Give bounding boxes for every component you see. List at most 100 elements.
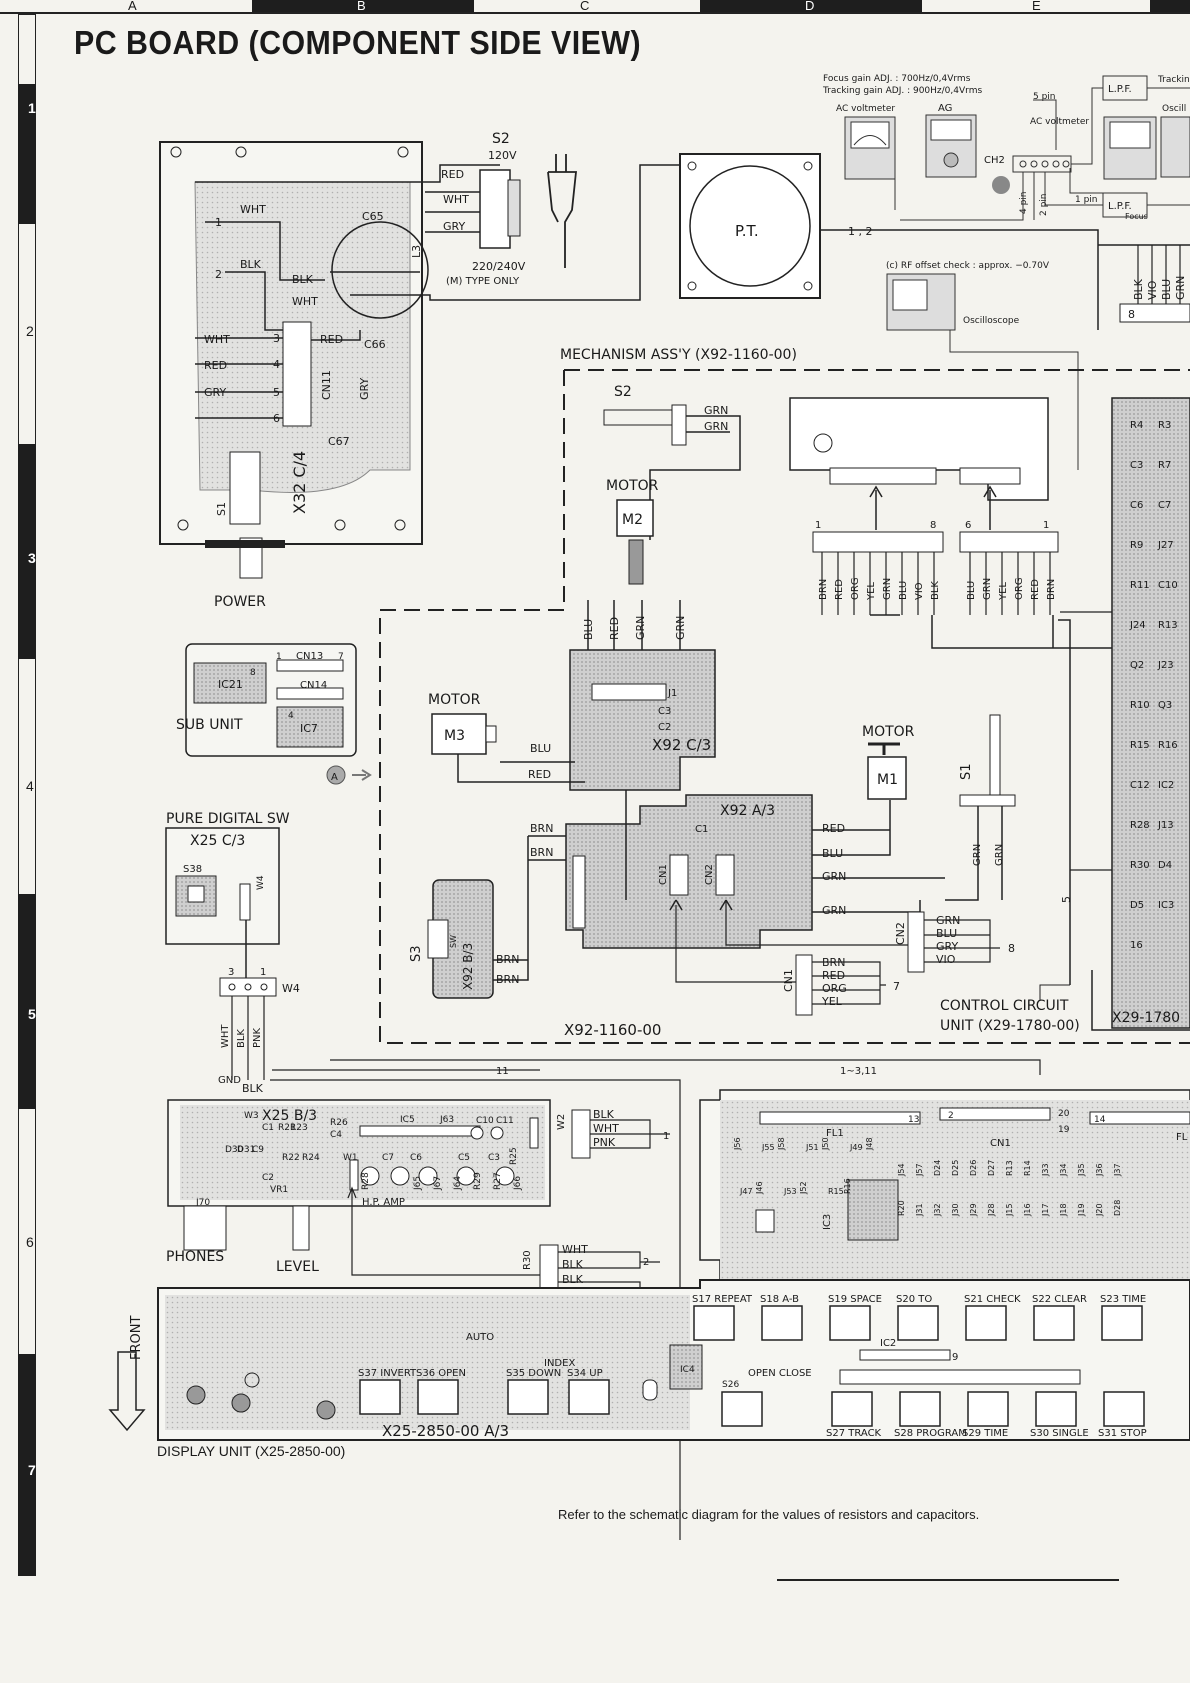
voltage-selector-switch[interactable] [479, 169, 511, 249]
switch-bottom-4[interactable] [1103, 1391, 1145, 1427]
switch-top-1[interactable] [761, 1305, 803, 1341]
display-unit: FL1 CN1 13 2 20 19 14 FL IC3 D10D9D8R8R7… [108, 1089, 1190, 1441]
power-transformer [679, 153, 821, 299]
conn1-wire-2: ORG [850, 577, 861, 600]
ctrl-part-1: R3 [1158, 420, 1171, 431]
conn1-wire-3: YEL [866, 582, 877, 601]
disp-part-32: D24 [933, 1160, 942, 1176]
cn2-wire-1: BLU [936, 927, 957, 940]
ic7-chip [276, 706, 344, 748]
pickup-module [789, 397, 1049, 501]
gry-label-2: GRY [358, 378, 371, 400]
cn1-wire-2: ORG [822, 982, 847, 995]
switch-top-3[interactable] [897, 1305, 939, 1341]
hp-part-11: C11 [496, 1116, 514, 1126]
pure-digital-label: PURE DIGITAL SW [166, 811, 290, 827]
column-label-c: C [580, 0, 590, 13]
switch-top-2[interactable] [829, 1305, 871, 1341]
row-label-7: 7 [28, 1462, 36, 1478]
disp-part-43: R20 [897, 1200, 906, 1216]
disp-part-52: J18 [1059, 1203, 1068, 1217]
w2-wire-2: PNK [593, 1136, 616, 1149]
switch-left-3[interactable] [568, 1379, 610, 1415]
j1-label: J1 [667, 688, 677, 699]
ctrl-wire-3: GRN [1174, 276, 1187, 300]
ctrl-part-22: R30 [1130, 860, 1150, 871]
switch-open-close[interactable] [721, 1391, 763, 1427]
conn1-wire-0: BRN [818, 579, 829, 600]
tracking-cut-label: Trackin [1157, 75, 1190, 85]
a3-red-label: RED [822, 822, 845, 835]
switch-left-0[interactable] [359, 1379, 401, 1415]
switch-bottom-3[interactable] [1035, 1391, 1077, 1427]
s38-label: S38 [183, 864, 202, 875]
phones-jack[interactable] [183, 1205, 227, 1251]
ctrl-part-19: IC2 [1158, 780, 1174, 791]
switch-top-5[interactable] [1033, 1305, 1075, 1341]
disp-pin-20: 20 [1058, 1109, 1070, 1119]
switch-top-0[interactable] [693, 1305, 735, 1341]
c1-label: C1 [695, 824, 708, 835]
pt-label: P.T. [735, 222, 759, 240]
mechanism-boundary [379, 369, 1190, 1044]
disp-pin-14: 14 [1094, 1115, 1106, 1125]
switch-bottom-2[interactable] [967, 1391, 1009, 1427]
hp-part-18: R28 [361, 1172, 371, 1190]
front-label: FRONT [129, 1316, 144, 1360]
hp-part-17: W1 [343, 1153, 358, 1163]
disp-part-27: J52 [799, 1181, 808, 1195]
row-label-1: 1 [28, 100, 36, 116]
test-setup: Focus gain ADJ. : 700Hz/0,4Vrms Tracking… [822, 74, 1190, 470]
q3-transistor [231, 1393, 251, 1413]
switch-top-6[interactable] [1101, 1305, 1143, 1341]
m2-label: M2 [622, 512, 643, 528]
disp-part-20: J51 [805, 1143, 819, 1152]
display-unit-label: DISPLAY UNIT (X25-2850-00) [157, 1443, 346, 1459]
cn1-socket [669, 854, 689, 896]
sub-pin-7: 7 [338, 652, 344, 662]
disp-part-46: J30 [951, 1203, 960, 1217]
switch-left-2[interactable] [507, 1379, 549, 1415]
disp-part-22: J49 [849, 1143, 863, 1152]
open-close-label: OPEN CLOSE [748, 1368, 812, 1379]
disp-part-19: J58 [777, 1137, 786, 1151]
ag-label: AG [938, 103, 952, 114]
wht-label-1: WHT [240, 203, 266, 216]
mechanism-assembly: MECHANISM ASS'Y (X92-1160-00) X92-1160-0… [379, 347, 1190, 1044]
fl1-label: FL1 [826, 1128, 844, 1139]
disp-pin-2: 2 [948, 1111, 954, 1121]
pin-6-label: 6 [273, 412, 280, 425]
sub-pin-1: 1 [276, 652, 282, 662]
s3-label: S3 [409, 945, 424, 962]
level-label: LEVEL [276, 1259, 319, 1275]
switch-top-4[interactable] [965, 1305, 1007, 1341]
hp-part-9: J63 [439, 1115, 454, 1125]
wire-11-label: 11 [496, 1066, 509, 1077]
switch-top-label-0: S17 REPEAT [692, 1294, 753, 1305]
switch-left-1[interactable] [417, 1379, 459, 1415]
level-knob[interactable] [292, 1205, 310, 1251]
cn2-wire-3: VIO [936, 953, 956, 966]
w1-wire-2: BLK [562, 1273, 584, 1286]
mech-s2-label: S2 [614, 384, 632, 400]
switch-bottom-0[interactable] [831, 1391, 873, 1427]
ctrl-part-20: R28 [1130, 820, 1150, 831]
switch-bottom-1[interactable] [899, 1391, 941, 1427]
c3-grn-label-1: GRN [634, 616, 647, 640]
x92a3-label: X92 A/3 [720, 803, 775, 819]
conn1-wire-7: BLK [930, 581, 941, 600]
hp-part-6: R26 [330, 1118, 348, 1128]
voltage-120-label: 120V [488, 149, 517, 162]
red-label-1: RED [204, 359, 227, 372]
m3-red-label: RED [528, 768, 551, 781]
hp-amp-label: H.P. AMP [362, 1197, 405, 1208]
ic5-chip [359, 1125, 481, 1137]
ctrl-part-9: C10 [1158, 580, 1178, 591]
ctrl-part-14: R10 [1130, 700, 1150, 711]
focus-gain-note: Focus gain ADJ. : 700Hz/0,4Vrms [823, 74, 971, 84]
